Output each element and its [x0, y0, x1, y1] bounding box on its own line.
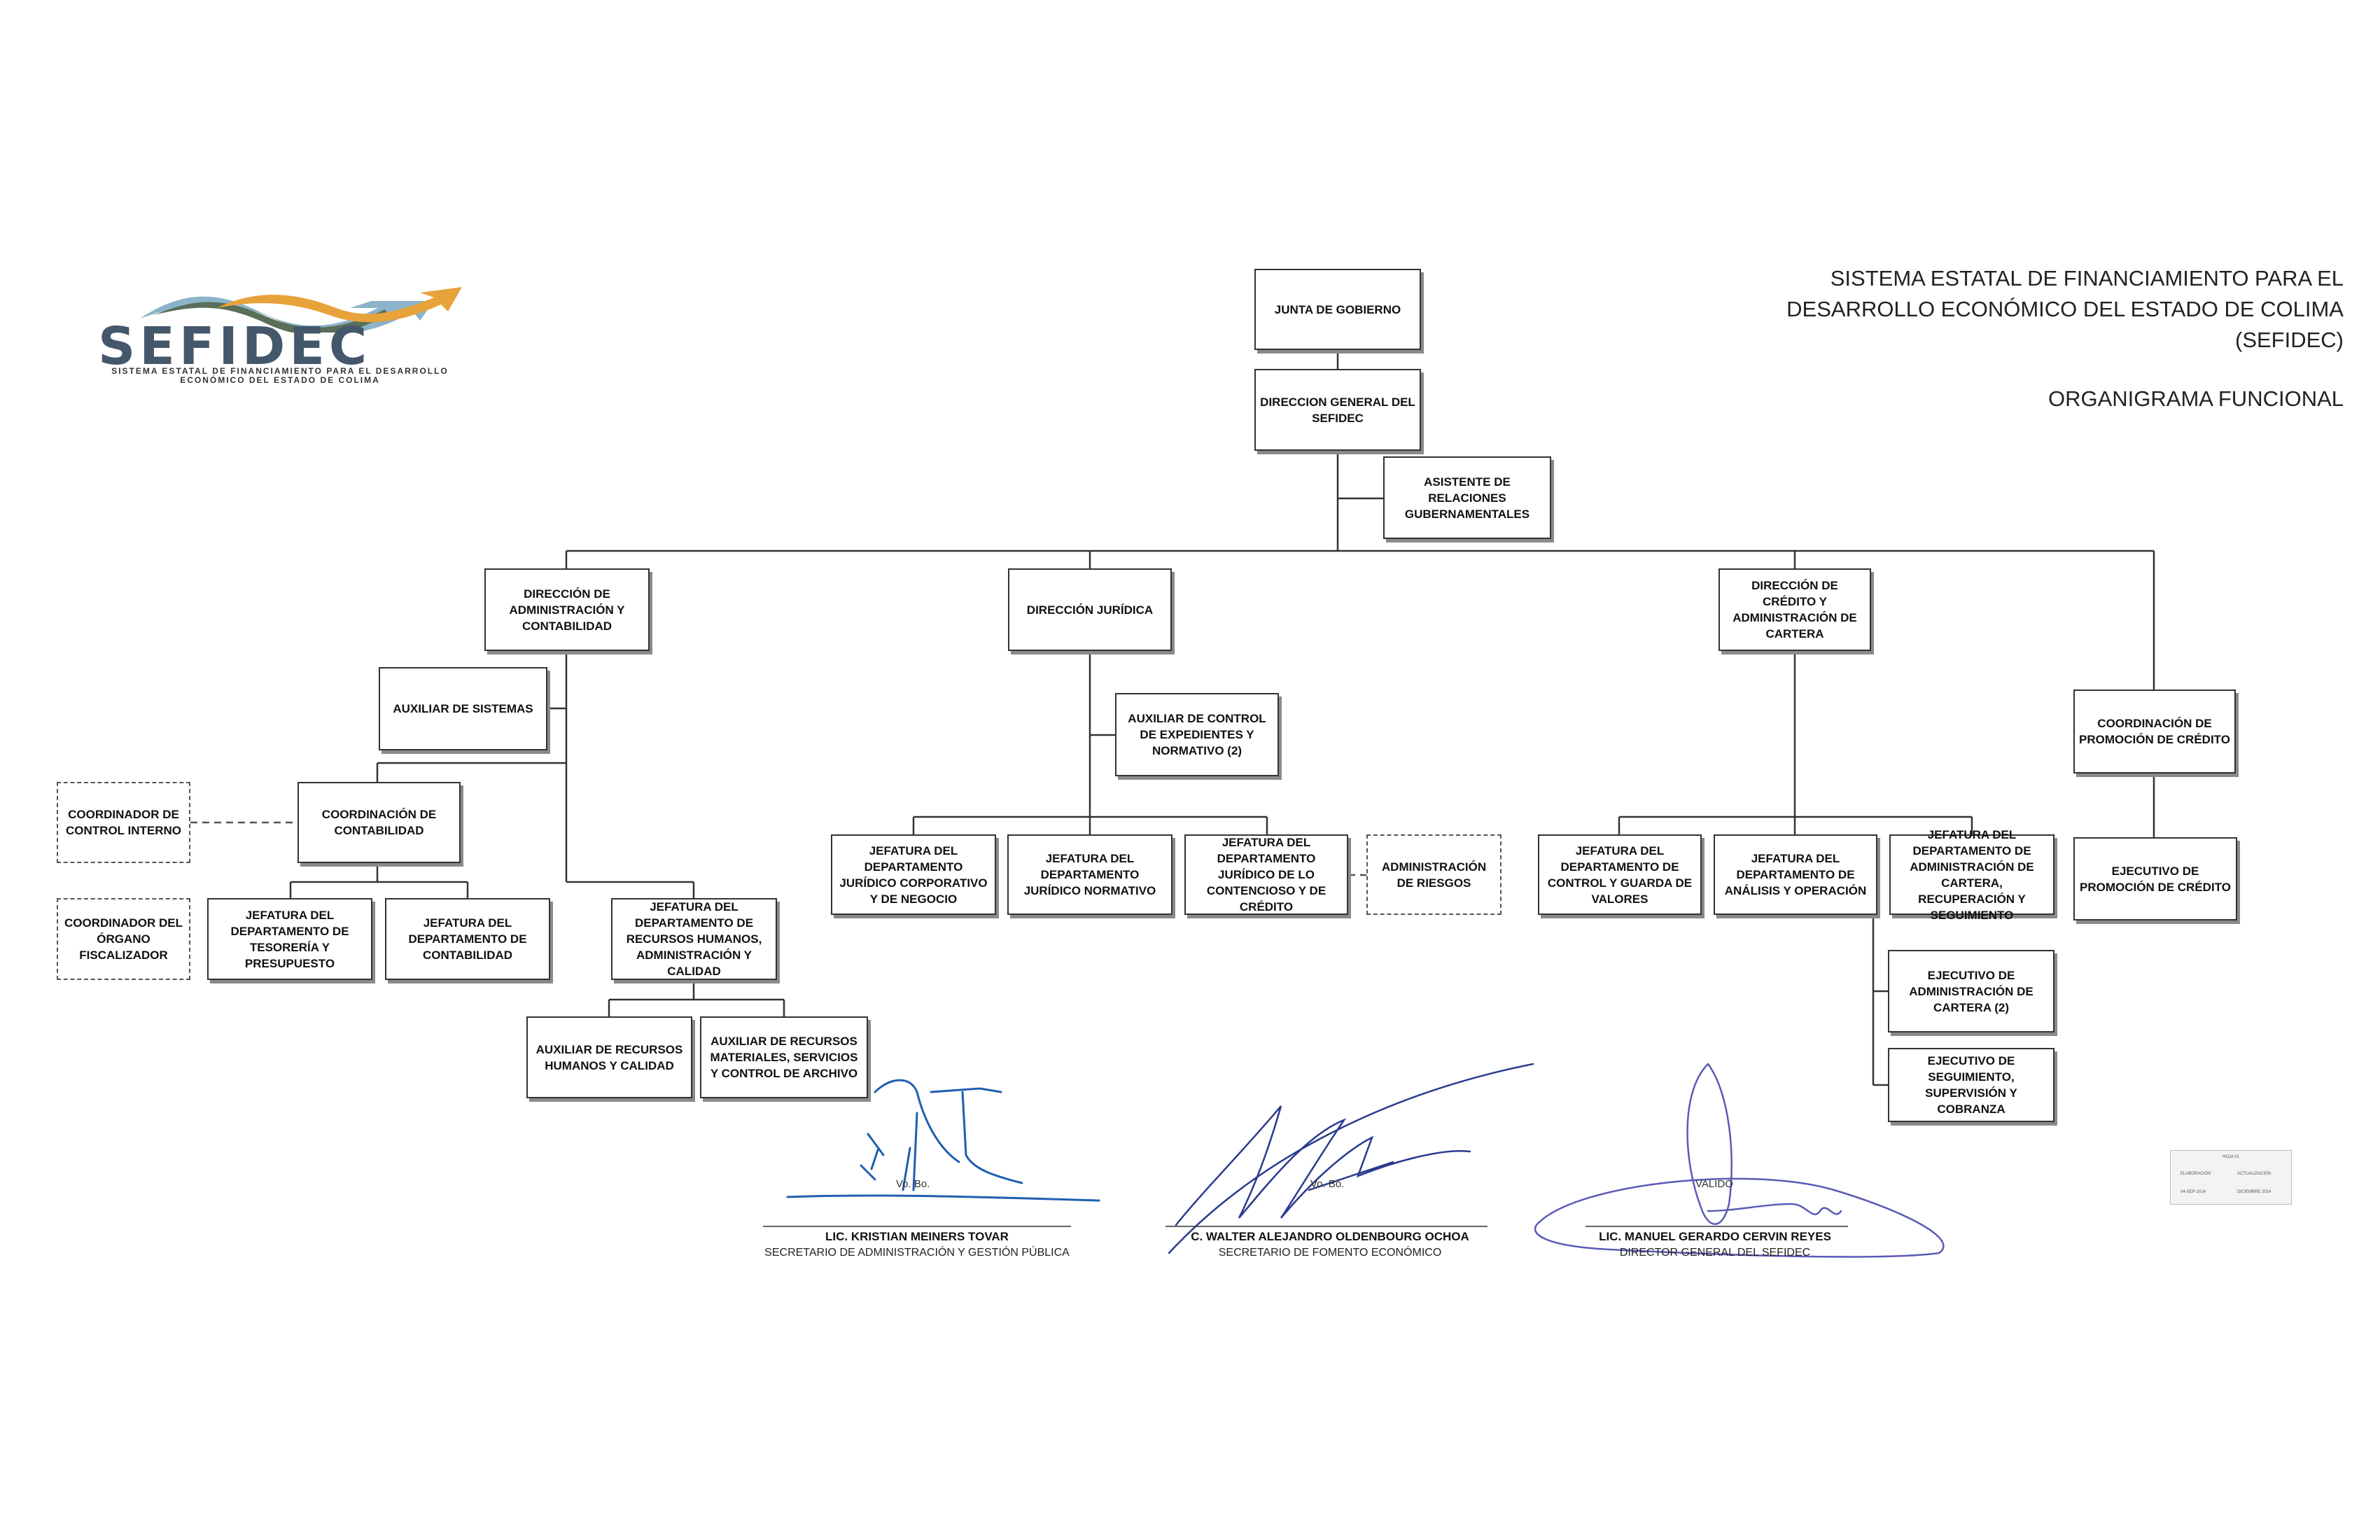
- node-junta-de-gobierno: JUNTA DE GOBIERNO: [1254, 269, 1421, 350]
- node-jefatura-recursos-humanos: JEFATURA DEL DEPARTAMENTO DE RECURSOS HU…: [611, 898, 777, 980]
- node-auxiliar-recursos-materiales: AUXILIAR DE RECURSOS MATERIALES, SERVICI…: [700, 1016, 868, 1098]
- node-jefatura-control-guarda-valores: JEFATURA DEL DEPARTAMENTO DE CONTROL Y G…: [1538, 834, 1702, 915]
- signature-1-title: SECRETARIO DE ADMINISTRACIÓN Y GESTIÓN P…: [764, 1247, 1070, 1259]
- header-subtitle: ORGANIGRAMA FUNCIONAL: [2048, 386, 2344, 411]
- stamp-elaboracion-label: ELABORACIÓN: [2180, 1172, 2211, 1176]
- node-coordinador-organo-fiscalizador: COORDINADOR DEL ÓRGANO FISCALIZADOR: [57, 898, 190, 980]
- node-ejecutivo-administracion-cartera: EJECUTIVO DE ADMINISTRACIÓN DE CARTERA (…: [1888, 950, 2054, 1032]
- signature-2-label: Vo. Bo.: [1310, 1178, 1345, 1190]
- stamp-actualizacion-date: DICIEMBRE 2014: [2237, 1190, 2272, 1194]
- stamp-actualizacion-label: ACTUALIZACIÓN: [2237, 1172, 2272, 1176]
- logo-subtitle: SISTEMA ESTATAL DE FINANCIAMIENTO PARA E…: [111, 366, 449, 385]
- node-coordinador-control-interno: COORDINADOR DE CONTROL INTERNO: [57, 782, 190, 863]
- signature-1-name: LIC. KRISTIAN MEINERS TOVAR: [825, 1230, 1009, 1243]
- header-title-line-3: (SEFIDEC): [2235, 328, 2344, 352]
- node-jefatura-juridico-normativo: JEFATURA DEL DEPARTAMENTO JURÍDICO NORMA…: [1007, 834, 1172, 915]
- node-auxiliar-recursos-humanos: AUXILIAR DE RECURSOS HUMANOS Y CALIDAD: [526, 1016, 692, 1098]
- node-jefatura-tesoreria: JEFATURA DEL DEPARTAMENTO DE TESORERÍA Y…: [207, 898, 372, 980]
- node-ejecutivo-promocion: EJECUTIVO DE PROMOCIÓN DE CRÉDITO: [2073, 837, 2237, 920]
- signature-2-name: C. WALTER ALEJANDRO OLDENBOURG OCHOA: [1191, 1230, 1469, 1243]
- node-asistente-relaciones: ASISTENTE DE RELACIONES GUBERNAMENTALES: [1383, 456, 1551, 539]
- node-coordinacion-promocion: COORDINACIÓN DE PROMOCIÓN DE CRÉDITO: [2073, 690, 2236, 774]
- stamp-elaboracion-date: 04-SEP-2014: [2180, 1190, 2206, 1194]
- signature-1-label: Vo. Bo.: [896, 1178, 930, 1190]
- node-coordinacion-contabilidad: COORDINACIÓN DE CONTABILIDAD: [298, 782, 461, 863]
- header-title-line-2: DESARROLLO ECONÓMICO DEL ESTADO DE COLIM…: [1786, 297, 2344, 321]
- stamp-sheet: HOJA 01: [2222, 1155, 2239, 1159]
- signature-3-title: DIRECTOR GENERAL DEL SEFIDEC: [1619, 1247, 1811, 1259]
- node-jefatura-contabilidad: JEFATURA DEL DEPARTAMENTO DE CONTABILIDA…: [385, 898, 550, 980]
- revision-stamp: HOJA 01 ELABORACIÓN ACTUALIZACIÓN 04-SEP…: [2170, 1150, 2292, 1205]
- node-jefatura-juridico-contencioso: JEFATURA DEL DEPARTAMENTO JURÍDICO DE LO…: [1184, 834, 1348, 915]
- logo-wave-mark: [140, 287, 462, 332]
- signature-2-title: SECRETARIO DE FOMENTO ECONÓMICO: [1218, 1247, 1442, 1259]
- signature-3-name: LIC. MANUEL GERARDO CERVIN REYES: [1599, 1230, 1831, 1243]
- node-direccion-credito: DIRECCIÓN DE CRÉDITO Y ADMINISTRACIÓN DE…: [1718, 568, 1871, 651]
- node-jefatura-analisis-operacion: JEFATURA DEL DEPARTAMENTO DE ANÁLISIS Y …: [1714, 834, 1877, 915]
- node-direccion-general: DIRECCION GENERAL DEL SEFIDEC: [1254, 369, 1421, 451]
- node-auxiliar-expedientes: AUXILIAR DE CONTROL DE EXPEDIENTES Y NOR…: [1115, 693, 1279, 776]
- signature-3-label: VALIDÓ: [1695, 1178, 1733, 1190]
- node-direccion-administracion: DIRECCIÓN DE ADMINISTRACIÓN Y CONTABILID…: [484, 568, 650, 651]
- node-ejecutivo-seguimiento: EJECUTIVO DE SEGUIMIENTO, SUPERVISIÓN Y …: [1888, 1048, 2054, 1122]
- node-auxiliar-sistemas: AUXILIAR DE SISTEMAS: [379, 667, 547, 750]
- node-administracion-riesgos: ADMINISTRACIÓN DE RIESGOS: [1366, 834, 1502, 915]
- node-jefatura-juridico-corporativo: JEFATURA DEL DEPARTAMENTO JURÍDICO CORPO…: [831, 834, 996, 915]
- node-direccion-juridica: DIRECCIÓN JURÍDICA: [1008, 568, 1172, 651]
- logo-wordmark: SEFIDEC: [98, 316, 372, 377]
- header-title-line-1: SISTEMA ESTATAL DE FINANCIAMIENTO PARA E…: [1830, 266, 2344, 290]
